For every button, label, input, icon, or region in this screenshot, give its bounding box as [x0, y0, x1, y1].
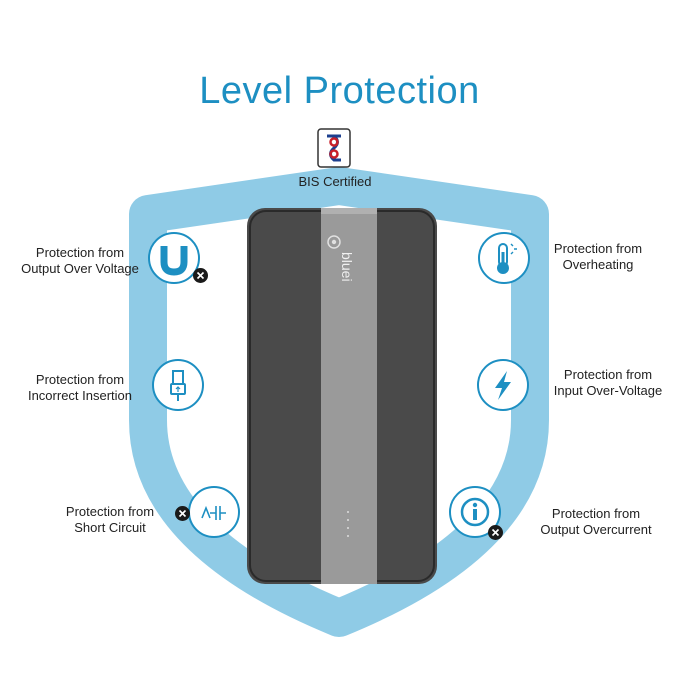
- u-voltage-icon: [148, 232, 200, 284]
- page-title: Level Protection: [199, 70, 480, 112]
- thermometer-icon: [478, 232, 530, 284]
- x-badge-icon: [175, 506, 190, 521]
- feature-label-short-circuit: Protection from Short Circuit: [65, 504, 155, 535]
- x-badge-icon: [488, 525, 503, 540]
- lightning-icon: [477, 359, 529, 411]
- x-badge-icon: [193, 268, 208, 283]
- power-bank-image: bluei: [247, 208, 437, 584]
- circuit-icon: [188, 486, 240, 538]
- feature-label-output-overcurrent: Protection from Output Overcurrent: [540, 506, 652, 537]
- usb-plug-icon: [152, 359, 204, 411]
- feature-label-input-over-voltage: Protection from Input Over-Voltage: [553, 367, 663, 398]
- brand-logo-text: bluei: [339, 252, 355, 282]
- bis-certified-label: BIS Certified: [298, 174, 372, 189]
- bis-logo-icon: [317, 128, 351, 168]
- feature-label-overheating: Protection from Overheating: [553, 241, 643, 272]
- feature-label-output-over-voltage: Protection from Output Over Voltage: [21, 245, 139, 276]
- feature-label-incorrect-insertion: Protection from Incorrect Insertion: [27, 372, 133, 403]
